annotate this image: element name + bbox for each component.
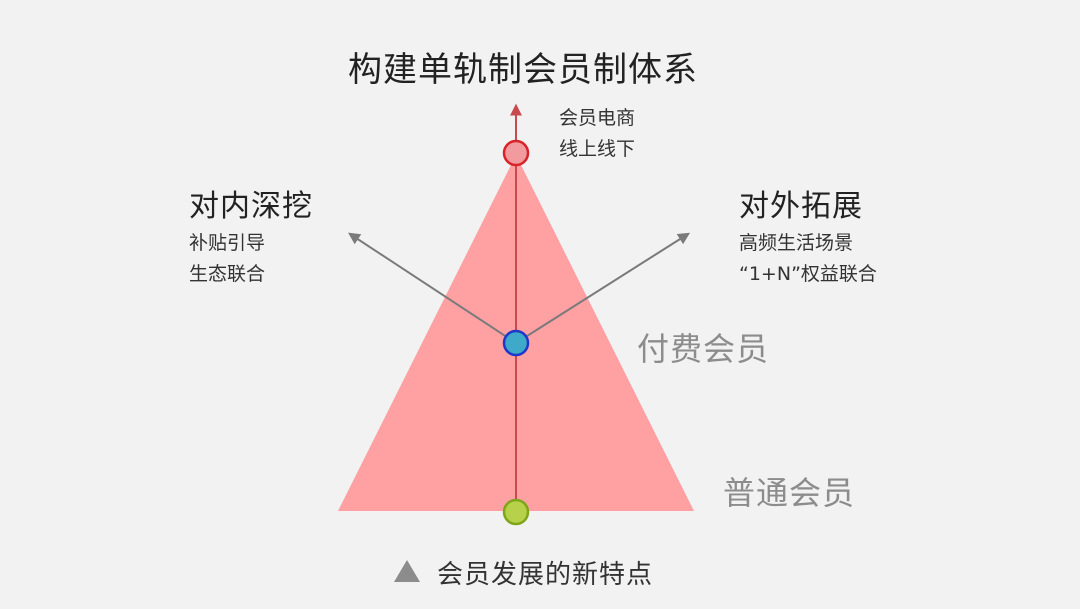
middle-node <box>502 329 530 357</box>
left-branch-line2: 生态联合 <box>189 263 266 285</box>
right-branch-line1: 高频生活场景 <box>739 232 854 254</box>
top-branch-line1: 会员电商 <box>559 107 636 129</box>
left-branch-line1: 补贴引导 <box>189 232 266 254</box>
diagram-title: 构建单轨制会员制体系 <box>348 50 698 90</box>
top-branch-line2: 线上线下 <box>559 138 636 160</box>
caption-text: 会员发展的新特点 <box>437 560 654 590</box>
left-branch-heading: 对内深挖 <box>189 189 313 224</box>
right-branch-heading: 对外拓展 <box>739 189 863 224</box>
paid-member-label: 付费会员 <box>637 330 770 368</box>
regular-member-label: 普通会员 <box>723 474 856 512</box>
left-arrow <box>347 232 517 344</box>
right-branch-line2: “1+N”权益联合 <box>739 263 877 285</box>
bottom-node <box>502 498 530 526</box>
top-node <box>502 139 530 167</box>
right-arrow <box>515 232 691 344</box>
caption-triangle-icon <box>394 560 420 582</box>
